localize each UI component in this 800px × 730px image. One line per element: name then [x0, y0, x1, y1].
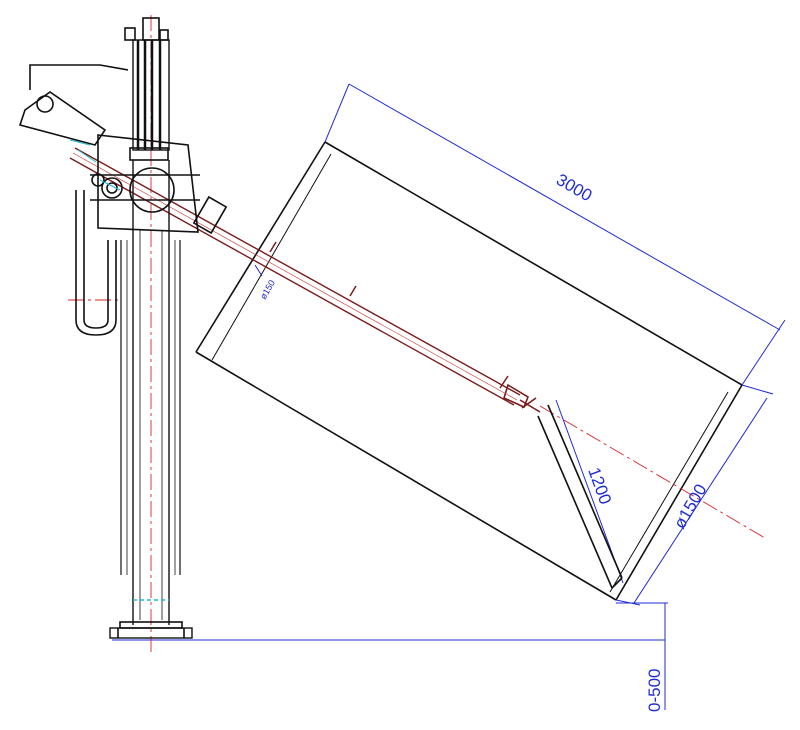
centerlines [68, 15, 766, 655]
drive-motor [124, 17, 170, 161]
agitator-shaft [69, 147, 541, 413]
diameter-dimension-label: ø1500 [670, 481, 711, 532]
base-plate [109, 599, 193, 639]
dimension-lines [112, 83, 786, 710]
height-dimension-label: 0-500 [645, 669, 664, 712]
support-column [120, 160, 181, 625]
auxiliary-details [69, 139, 121, 191]
support-frame [18, 64, 129, 336]
length-dimension-label: 3000 [553, 170, 595, 205]
gearbox-housing [90, 134, 228, 235]
pipe-diameter-label: ø150 [258, 278, 277, 301]
impeller-blade [537, 404, 623, 589]
drum-outline [195, 141, 743, 601]
